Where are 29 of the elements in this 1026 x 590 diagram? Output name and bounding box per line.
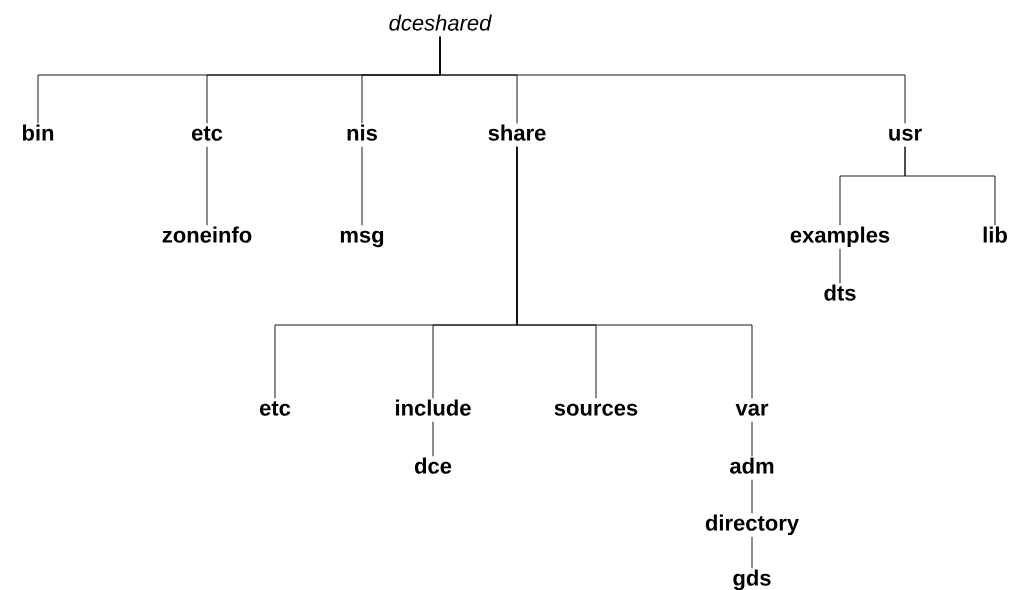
connector-line bbox=[432, 421, 434, 457]
folder-label: include bbox=[396, 399, 471, 416]
connector-line bbox=[439, 36, 906, 124]
folder-label: zoneinfo bbox=[162, 226, 252, 243]
folder-label: etc bbox=[259, 401, 291, 416]
connector-line bbox=[361, 146, 363, 226]
connector-line bbox=[751, 536, 753, 569]
folder-label: bin bbox=[22, 124, 54, 141]
folder-label: msg bbox=[340, 230, 384, 248]
folder-label: share bbox=[488, 124, 546, 141]
connector-line bbox=[206, 146, 208, 226]
folder-label: gds bbox=[733, 569, 771, 590]
connector-line bbox=[904, 146, 996, 226]
connector-line bbox=[751, 479, 753, 514]
folder-label: dce bbox=[414, 457, 452, 474]
root-folder-label: dceshared bbox=[389, 14, 492, 31]
folder-label: var bbox=[735, 403, 769, 416]
folder-label: etc bbox=[191, 126, 223, 141]
connector-line bbox=[516, 146, 753, 399]
folder-label: adm bbox=[730, 457, 774, 474]
folder-label: lib bbox=[983, 226, 1007, 243]
folder-label: usr bbox=[889, 128, 922, 141]
connector-line bbox=[839, 248, 841, 284]
folder-label: nis bbox=[347, 124, 377, 141]
folder-label: sources bbox=[554, 403, 638, 416]
connector-line bbox=[751, 421, 753, 457]
folder-label: dts bbox=[824, 284, 856, 301]
folder-label: directory bbox=[705, 514, 799, 536]
folder-label: examples bbox=[790, 226, 890, 248]
